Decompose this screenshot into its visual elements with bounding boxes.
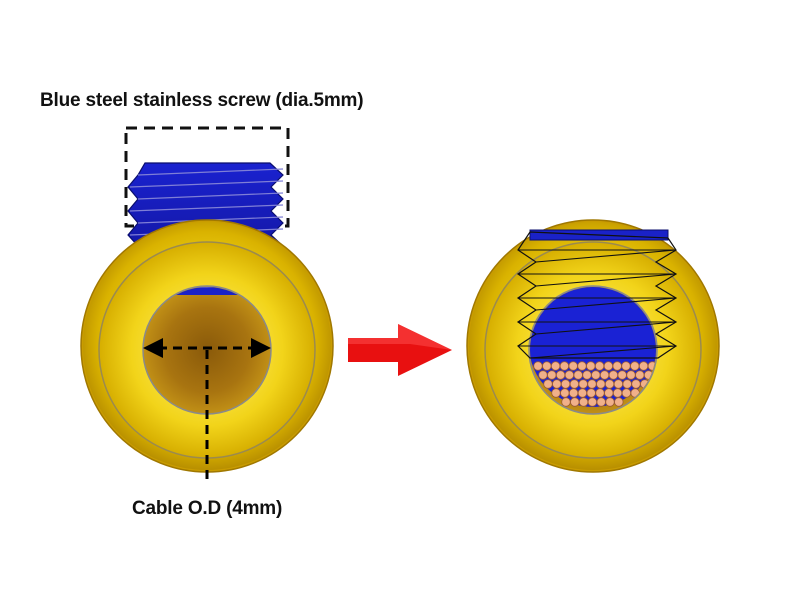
copper-strand (570, 397, 580, 407)
copper-strand (568, 388, 579, 398)
copper-strand (551, 388, 561, 398)
right-arrow-icon (348, 324, 452, 376)
copper-strand (604, 379, 615, 389)
copper-strand (622, 379, 632, 389)
copper-strand (560, 379, 571, 389)
copper-strand (560, 388, 570, 398)
copper-strand (573, 370, 583, 380)
copper-strand (626, 370, 636, 380)
dimension-arrowhead-right (251, 338, 271, 358)
screw-dashed-outline (124, 126, 290, 228)
copper-strand (587, 397, 598, 407)
copper-strand (547, 370, 557, 380)
copper-strand (586, 361, 596, 371)
copper-strand (608, 370, 619, 380)
copper-strand (587, 379, 597, 389)
copper-strand (605, 397, 615, 407)
copper-strand (586, 388, 596, 398)
copper-strand (635, 370, 645, 380)
screw-thread-outline (516, 231, 678, 359)
copper-strand (555, 370, 566, 380)
copper-strand (603, 361, 614, 371)
copper-strand (638, 361, 649, 371)
copper-strand (630, 361, 640, 371)
dimension-arrowhead-left (143, 338, 163, 358)
copper-strand (543, 379, 553, 389)
copper-strand (577, 388, 588, 398)
copper-strand (578, 397, 589, 407)
screw-thread-lines (518, 249, 677, 359)
screw-tip (170, 287, 244, 295)
copper-strand (568, 361, 578, 371)
copper-strand (550, 361, 561, 371)
copper-strands (533, 361, 656, 407)
copper-strand (617, 370, 627, 380)
copper-strand (582, 370, 592, 380)
cable-od-label: Cable O.D (4mm) (132, 498, 283, 519)
copper-strand (542, 361, 552, 371)
copper-strand (631, 379, 641, 389)
copper-strand (578, 379, 588, 389)
copper-strand (614, 397, 624, 407)
copper-strand (621, 361, 631, 371)
lug-before (80, 219, 334, 480)
lug-after (466, 219, 720, 473)
copper-strand (569, 379, 580, 389)
copper-strand (559, 361, 570, 371)
copper-strand (612, 361, 622, 371)
copper-strand (591, 370, 601, 380)
screw-label: Blue steel stainless screw (dia.5mm) (40, 90, 364, 111)
copper-strand (564, 370, 575, 380)
copper-strand (621, 388, 632, 398)
copper-strand (538, 370, 548, 380)
cable-od-dimension (158, 346, 258, 480)
copper-strand (596, 379, 606, 389)
copper-strand (596, 397, 606, 407)
copper-strand (561, 397, 571, 407)
copper-strand (595, 388, 605, 398)
copper-strand (612, 388, 623, 398)
copper-strand (599, 370, 610, 380)
copper-strand (594, 361, 605, 371)
copper-strand (604, 388, 614, 398)
copper-strand (533, 361, 543, 371)
copper-strand (552, 379, 562, 389)
copper-strand (577, 361, 587, 371)
copper-strand (613, 379, 624, 389)
